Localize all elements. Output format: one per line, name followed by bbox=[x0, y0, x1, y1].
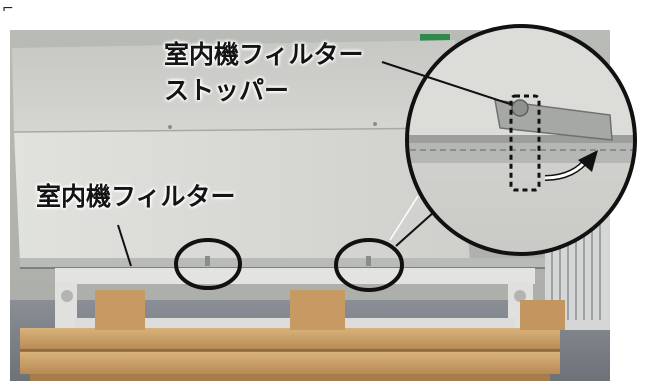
unit-front-panel bbox=[14, 128, 470, 262]
stopper-highlight-right bbox=[334, 238, 404, 292]
stand-frame bbox=[55, 268, 535, 284]
corner-mark: ⌐ bbox=[2, 1, 14, 17]
filter-rail bbox=[20, 258, 545, 268]
stopper-label-line2: ストッパー bbox=[164, 76, 290, 105]
filter-leader-line bbox=[117, 224, 132, 267]
wooden-pallet bbox=[20, 290, 565, 381]
stopper-leader-line bbox=[381, 61, 511, 105]
zoom-connector bbox=[395, 211, 435, 247]
filter-label: 室内機フィルター bbox=[36, 182, 236, 211]
zoom-callout bbox=[407, 26, 635, 254]
stopper-highlight-left bbox=[174, 238, 242, 290]
zoom-callout-ring bbox=[405, 24, 637, 256]
stopper-label-line1: 室内機フィルター bbox=[164, 40, 364, 69]
stopper-dashed-box bbox=[509, 94, 541, 192]
unit-top-panel bbox=[12, 40, 460, 132]
